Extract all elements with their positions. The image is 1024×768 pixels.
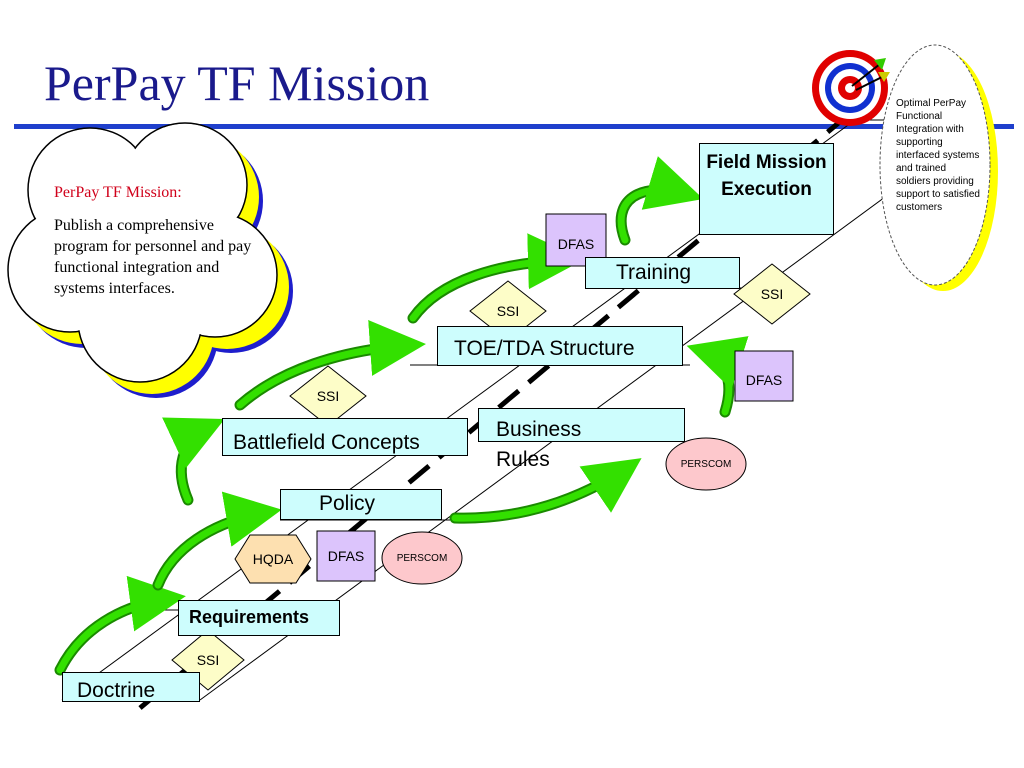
goal-cloud — [879, 44, 998, 291]
perscom-label-business: PERSCOM — [680, 458, 732, 470]
ssi-label-requirements: SSI — [196, 652, 220, 668]
step-battlefield-label: Battlefield Concepts — [233, 431, 420, 454]
mission-cloud-text: PerPay TF Mission: Publish a comprehensi… — [54, 182, 266, 299]
perscom-label-policy: PERSCOM — [396, 552, 448, 564]
perscom-ellipse-business — [665, 437, 747, 491]
step-field-label: Field Mission Execution — [706, 152, 827, 200]
step-doctrine: Doctrine — [62, 672, 200, 702]
target-icon — [812, 50, 890, 126]
ssi-label-battlefield: SSI — [316, 388, 340, 404]
ssi-diamond-training — [733, 263, 811, 325]
dfas-label-policy: DFAS — [327, 548, 365, 564]
step-battlefield-concepts: Battlefield Concepts — [222, 418, 468, 456]
ssi-label-toe: SSI — [496, 303, 520, 319]
step-policy-label: Policy — [319, 492, 376, 515]
step-business-rules: Business Rules — [478, 408, 685, 471]
arrow-doctrine-requirements — [54, 592, 178, 676]
mission-body: Publish a comprehensive program for pers… — [54, 217, 252, 297]
dfas-box-policy — [316, 530, 376, 582]
step-business-label: Business Rules — [496, 418, 582, 471]
step-field-mission: Field Mission Execution — [699, 143, 834, 235]
step-policy: Policy — [280, 489, 442, 520]
step-toe-label: TOE/TDA Structure — [454, 337, 635, 360]
step-toe-tda: TOE/TDA Structure — [437, 326, 683, 366]
hqda-label: HQDA — [252, 551, 294, 567]
slide-title: PerPay TF Mission — [44, 55, 430, 111]
dfas-label-toe: DFAS — [745, 372, 783, 388]
step-training: Training — [585, 257, 740, 289]
hqda-hexagon — [234, 534, 312, 584]
title-rule — [14, 124, 1014, 129]
dfas-box-toe — [734, 350, 794, 402]
step-requirements-label: Requirements — [189, 607, 310, 627]
step-requirements: Requirements — [178, 600, 340, 636]
ssi-label-training: SSI — [760, 286, 784, 302]
step-doctrine-label: Doctrine — [77, 679, 156, 702]
perscom-ellipse-policy — [381, 531, 463, 585]
goal-text: Optimal PerPay Functional Integration wi… — [896, 98, 980, 213]
step-training-label: Training — [616, 261, 692, 284]
dfas-label-training: DFAS — [557, 236, 595, 252]
mission-heading: PerPay TF Mission: — [54, 184, 182, 201]
progress-arrows — [54, 156, 749, 676]
mission-cloud — [7, 122, 293, 398]
